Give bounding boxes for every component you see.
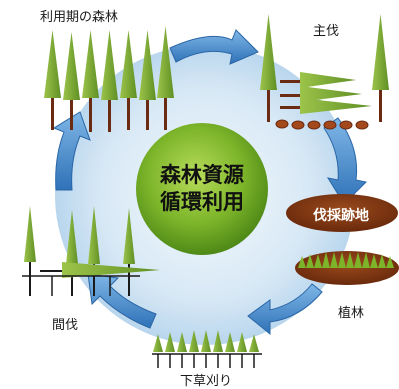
- planting-scene: [295, 251, 399, 285]
- mature-forest-trees: [44, 26, 174, 132]
- final-cutting-scene: [260, 14, 389, 130]
- label-clearcut-site: 伐採跡地: [313, 208, 369, 224]
- thinning-scene: [22, 206, 160, 296]
- tree: [157, 26, 174, 130]
- tree: [63, 32, 80, 130]
- tree: [120, 30, 137, 130]
- label-thinning: 間伐: [52, 318, 79, 333]
- arrow-to-weeding: [247, 283, 323, 336]
- center-label: 森林資源 循環利用: [140, 162, 264, 216]
- felled-tree: [280, 72, 356, 88]
- felled-tree: [280, 86, 362, 102]
- tree: [24, 206, 36, 296]
- tree: [82, 30, 99, 132]
- felled-tree: [40, 262, 160, 278]
- label-weeding: 下草刈り: [180, 374, 233, 389]
- tree: [139, 30, 156, 130]
- label-final-cutting: 主伐: [313, 24, 340, 39]
- weeding-scene: [152, 330, 262, 368]
- tree: [260, 14, 277, 122]
- tree: [372, 14, 389, 122]
- label-mature-forest: 利用期の森林: [40, 10, 119, 25]
- clearcut-oval: [286, 194, 398, 232]
- felled-tree: [280, 98, 372, 114]
- label-planting: 植林: [338, 306, 365, 321]
- arrow-to-mature-forest: [52, 111, 91, 191]
- center-circle: [136, 123, 268, 255]
- seedlings: [298, 252, 394, 268]
- stumps: [275, 119, 369, 130]
- center-label-line1: 森林資源: [160, 163, 244, 187]
- cycle-arrows: [52, 29, 368, 336]
- tree: [44, 30, 61, 130]
- tree: [101, 30, 118, 132]
- arrow-to-final-cutting: [169, 29, 259, 65]
- center-label-line2: 循環利用: [160, 190, 244, 214]
